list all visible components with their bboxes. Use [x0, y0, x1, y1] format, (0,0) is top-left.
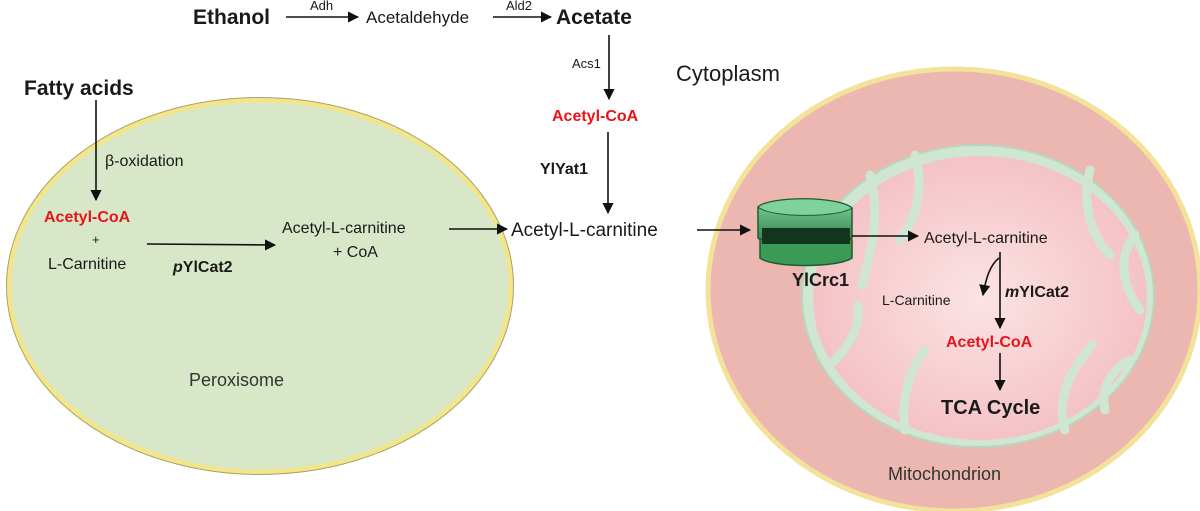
pylcat2-name: YlCat2	[183, 259, 233, 276]
matrix-acetyl-coa-label: Acetyl-CoA	[946, 334, 1033, 351]
ethanol-label: Ethanol	[193, 6, 270, 29]
peroxisome-l-carnitine-label: L-Carnitine	[48, 256, 126, 273]
tca-cycle-label: TCA Cycle	[941, 397, 1040, 419]
mylcat2-label: mYlCat2	[1005, 284, 1069, 301]
pathway-arrows	[90, 11, 1006, 392]
peroxisome-label: Peroxisome	[189, 370, 284, 390]
pylcat2-prefix: p	[172, 259, 183, 276]
beta-oxidation-label: β-oxidation	[105, 153, 184, 170]
cytoplasm-label: Cytoplasm	[676, 61, 780, 86]
mylcat2-prefix: m	[1005, 284, 1019, 301]
peroxisome-acetyl-coa-label: Acetyl-CoA	[44, 209, 131, 226]
pylcat2-label: pYlCat2	[172, 259, 233, 276]
ylcrc1-label: YlCrc1	[792, 270, 849, 290]
plus-sign: +	[92, 232, 100, 247]
ylcrc1-transporter-icon	[757, 198, 853, 267]
mitochondrion	[705, 66, 1200, 511]
matrix-acetyl-l-carnitine-label: Acetyl-L-carnitine	[924, 230, 1048, 247]
ylyat1-label: YlYat1	[540, 161, 588, 178]
acetate-label: Acetate	[556, 6, 632, 29]
arrow-pylcat2-reaction	[146, 239, 277, 251]
cytoplasm-acetyl-l-carnitine-label: Acetyl-L-carnitine	[511, 220, 658, 241]
peroxisome-product-line1: Acetyl-L-carnitine	[282, 220, 406, 237]
peroxisome	[6, 97, 514, 475]
arrow-l-carnitine-release	[979, 257, 1000, 297]
peroxisome-product-line2: + CoA	[333, 244, 378, 261]
mylcat2-name: YlCat2	[1019, 284, 1069, 301]
matrix-l-carnitine-label: L-Carnitine	[882, 292, 951, 308]
acs1-label: Acs1	[572, 56, 601, 71]
mitochondrion-label: Mitochondrion	[888, 464, 1001, 484]
ald2-label: Ald2	[506, 0, 532, 13]
mitochondrion-matrix	[813, 156, 1147, 440]
cristae	[825, 150, 1145, 435]
cytoplasm-acetyl-coa-label: Acetyl-CoA	[552, 108, 639, 125]
peroxisome-membrane	[6, 97, 514, 475]
adh-label: Adh	[310, 0, 333, 13]
fatty-acids-label: Fatty acids	[24, 77, 134, 100]
acetaldehyde-label: Acetaldehyde	[366, 8, 469, 27]
